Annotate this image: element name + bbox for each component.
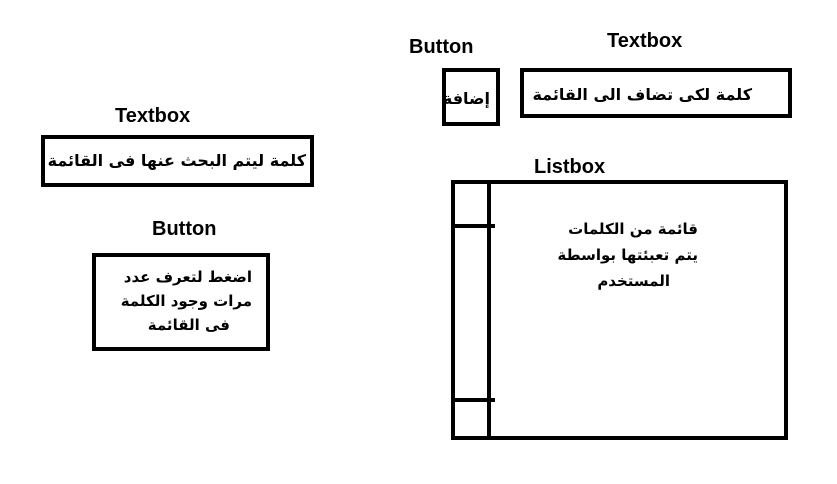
- add-button-caption: Button: [409, 36, 474, 58]
- add-word-input[interactable]: كلمة لكى تضاف الى القائمة: [520, 68, 792, 118]
- words-listbox[interactable]: قائمة من الكلمات يتم تعبئتها بواسطة المس…: [451, 180, 788, 440]
- scrollbar-up-divider: [455, 224, 495, 228]
- count-button-line: اضغط لتعرف عدد: [123, 268, 252, 286]
- count-button-caption: Button: [152, 218, 217, 240]
- listbox-line: المستخدم: [597, 272, 670, 290]
- search-textbox-caption: Textbox: [115, 105, 191, 127]
- search-word-input[interactable]: كلمة ليتم البحث عنها فى القائمة: [41, 135, 314, 187]
- count-button-label: اضغط لتعرف عدد مرات وجود الكلمة فى القائ…: [121, 265, 252, 337]
- listbox-line: قائمة من الكلمات: [568, 220, 698, 238]
- listbox-content: قائمة من الكلمات يتم تعبئتها بواسطة المس…: [557, 216, 698, 294]
- add-button-label: إضافة: [442, 89, 490, 108]
- add-word-input-text: كلمة لكى تضاف الى القائمة: [532, 85, 752, 104]
- listbox-scrollbar[interactable]: [455, 184, 491, 436]
- listbox-line: يتم تعبئتها بواسطة: [557, 246, 698, 264]
- count-occurrences-button[interactable]: اضغط لتعرف عدد مرات وجود الكلمة فى القائ…: [92, 253, 270, 351]
- search-word-input-text: كلمة ليتم البحث عنها فى القائمة: [47, 151, 306, 170]
- listbox-caption: Listbox: [534, 156, 606, 178]
- scrollbar-down-divider: [455, 398, 495, 402]
- add-textbox-caption: Textbox: [607, 30, 683, 52]
- count-button-line: فى القائمة: [147, 316, 230, 334]
- add-button[interactable]: إضافة: [442, 68, 500, 126]
- count-button-line: مرات وجود الكلمة: [120, 292, 252, 310]
